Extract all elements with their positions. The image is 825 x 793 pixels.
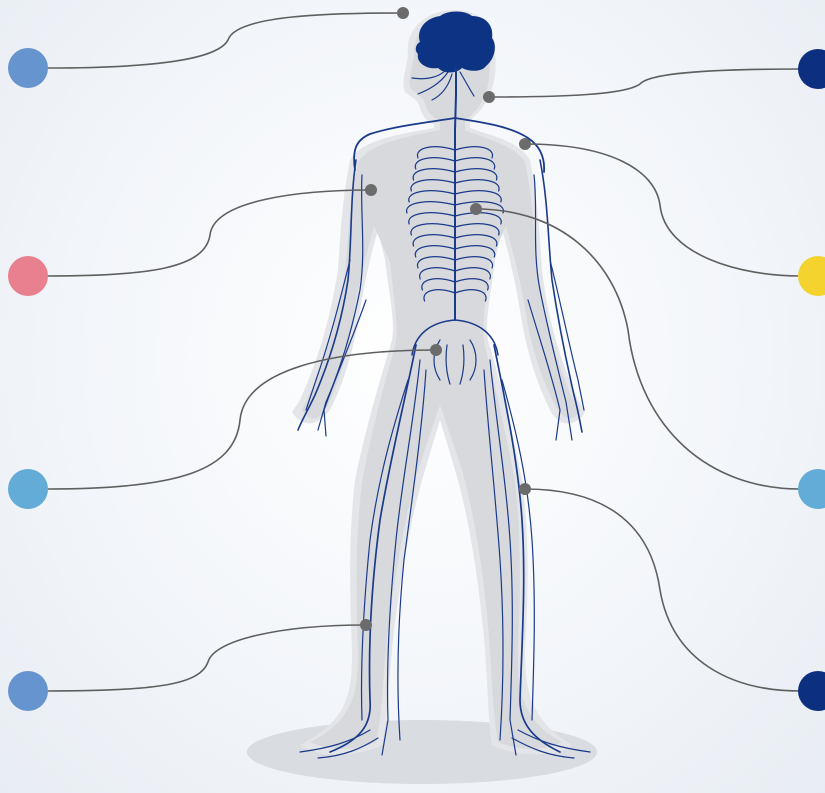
- anchor-upper-arm: [365, 184, 377, 196]
- marker-spinal-cord[interactable]: [798, 49, 825, 89]
- anchor-pelvis: [430, 344, 442, 356]
- marker-lower-leg[interactable]: [8, 671, 48, 711]
- marker-shoulder[interactable]: [798, 256, 825, 296]
- anchor-thigh: [519, 483, 531, 495]
- marker-thigh[interactable]: [798, 671, 825, 711]
- marker-brain[interactable]: [8, 48, 48, 88]
- anchor-brain: [397, 7, 409, 19]
- marker-chest[interactable]: [798, 469, 825, 509]
- body-silhouette: [292, 10, 585, 754]
- anchor-shoulder: [519, 138, 531, 150]
- anchor-spinal-cord: [483, 91, 495, 103]
- marker-upper-arm[interactable]: [8, 256, 48, 296]
- anchor-lower-leg: [360, 619, 372, 631]
- marker-pelvis[interactable]: [8, 469, 48, 509]
- anchor-chest: [470, 203, 482, 215]
